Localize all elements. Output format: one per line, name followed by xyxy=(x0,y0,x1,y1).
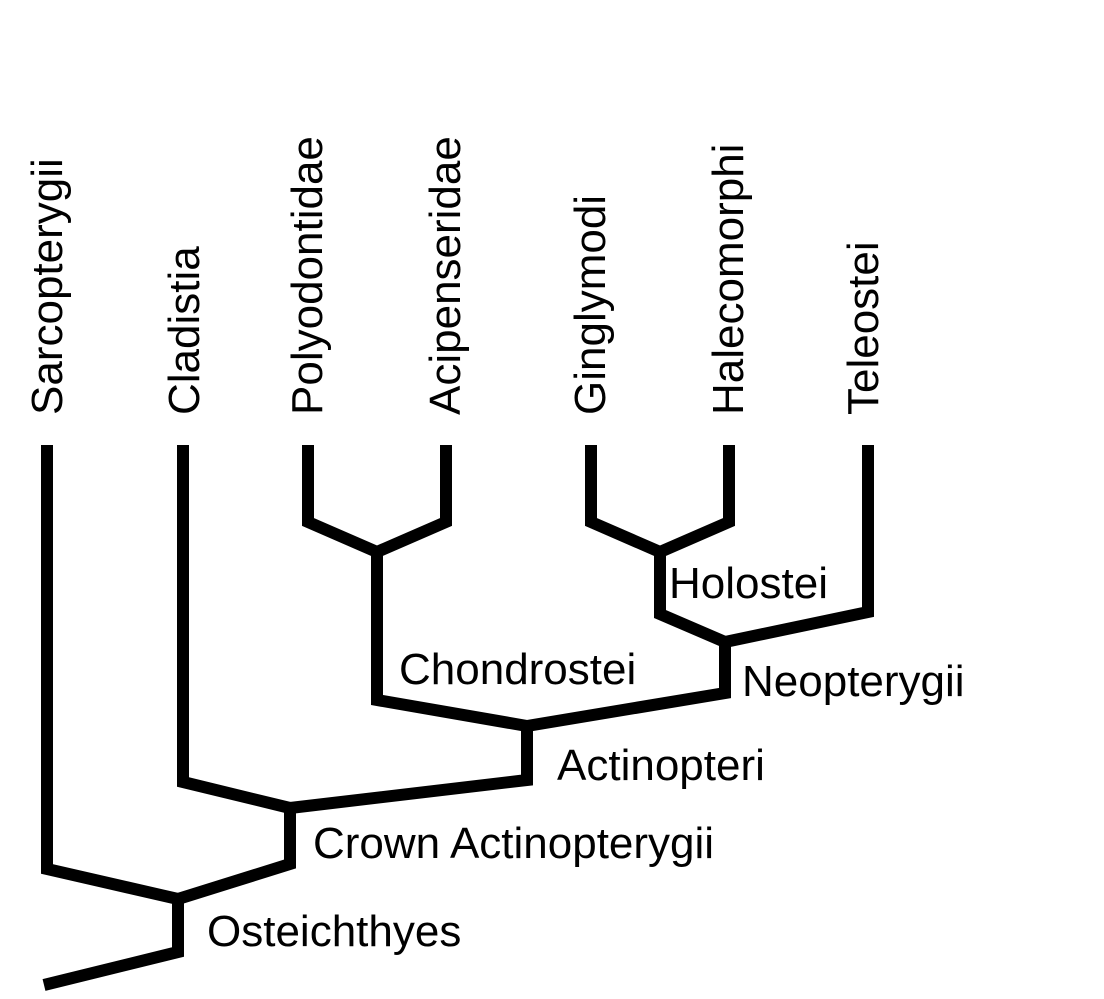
ginglymodi-branch xyxy=(585,445,663,558)
cladistia-branch xyxy=(177,445,292,814)
teleostei-branch xyxy=(723,445,874,648)
actinopteri-to-neopterygii-branch xyxy=(526,642,731,732)
clade-label-neopterygii: Neopterygii xyxy=(742,657,965,706)
clade-label-osteichthyes: Osteichthyes xyxy=(207,907,461,956)
polyodontidae-branch xyxy=(302,445,380,558)
clade-label-chondrostei: Chondrostei xyxy=(399,645,636,694)
taxon-label-cladistia: Cladistia xyxy=(160,246,209,415)
acipenseridae-branch xyxy=(374,445,452,558)
clade-label-crown-actinopterygii: Crown Actinopterygii xyxy=(313,819,714,868)
crown-to-actinopteri-branch xyxy=(289,726,533,814)
taxon-label-halecomorphi: Halecomorphi xyxy=(704,144,753,415)
halecomorphi-branch xyxy=(657,445,735,558)
taxon-labels: Sarcopterygii Cladistia Polyodontidae Ac… xyxy=(23,136,888,415)
neopterygii-to-holostei-branch xyxy=(654,552,728,648)
taxon-label-ginglymodi: Ginglymodi xyxy=(566,195,615,415)
taxon-label-polyodontidae: Polyodontidae xyxy=(283,136,332,415)
actinopteri-to-chondrostei-branch xyxy=(371,552,529,732)
clade-label-actinopteri: Actinopteri xyxy=(557,741,765,790)
taxon-label-sarcopterygii: Sarcopterygii xyxy=(23,158,72,415)
sarcopterygii-branch xyxy=(41,445,180,905)
branches xyxy=(41,445,874,991)
taxon-label-teleostei: Teleostei xyxy=(839,241,888,415)
osteichthyes-to-crown-branch xyxy=(176,808,296,905)
taxon-label-acipenseridae: Acipenseridae xyxy=(421,136,470,415)
clade-label-holostei: Holostei xyxy=(669,559,828,608)
clade-labels: Osteichthyes Crown Actinopterygii Actino… xyxy=(207,559,965,956)
root-branch xyxy=(42,899,184,991)
